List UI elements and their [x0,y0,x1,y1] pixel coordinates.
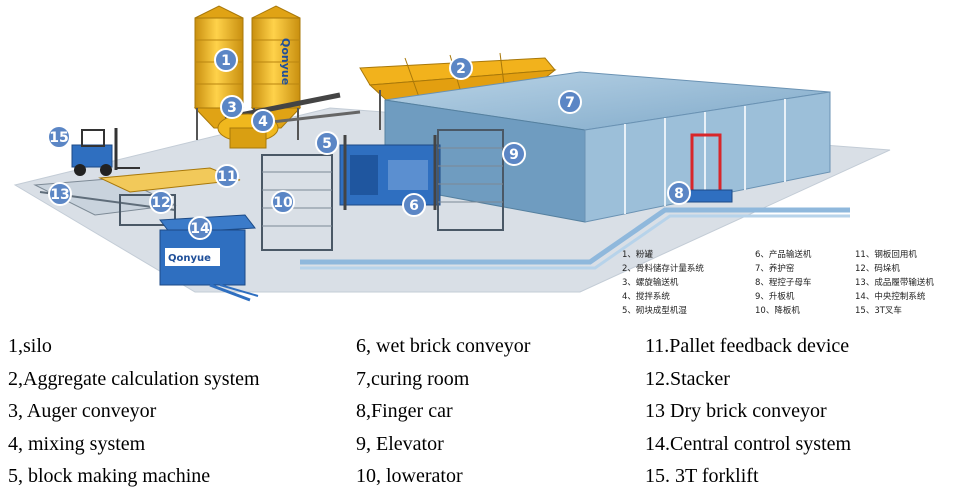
legend-item: 1,silo [8,335,52,357]
legend-item: 8,Finger car [356,400,453,422]
legend-cn-item: 5、砌块成型机湿 [622,305,687,316]
legend-en: 1,silo 2,Aggregate calculation system 3,… [0,330,960,502]
legend-cn-item: 4、搅拌系统 [622,291,670,302]
legend-cn-item: 11、钢板回用机 [855,249,917,260]
marker-1: 1 [214,48,238,72]
marker-8: 8 [667,181,691,205]
pallet-feedback-conveyor [98,167,241,193]
transfer-rail [300,207,850,265]
marker-4: 4 [251,109,275,133]
silo-logo: Qonyue [279,38,292,85]
marker-label: 2 [456,61,466,77]
legend-item: 14.Central control system [645,432,852,455]
marker-label: 5 [322,136,332,152]
control-room-logo: Qonyue [168,253,211,264]
legend-cn: 1、粉罐 2、骨料储存计量系统 3、螺旋输送机 4、搅拌系统 5、砌块成型机湿 … [622,249,934,316]
legend-column-1: 1,silo 2,Aggregate calculation system 3,… [8,330,260,493]
marker-label: 14 [190,221,210,237]
legend-item: 6, wet brick conveyor [356,335,531,357]
marker-label: 7 [565,95,575,111]
marker-label: 12 [151,195,170,211]
legend-item: 4, mixing system [8,432,146,455]
marker-6: 6 [402,193,426,217]
legend-cn-item: 7、养护窑 [755,263,794,274]
marker-13: 13 [48,182,72,206]
forklift [71,128,140,176]
marker-label: 8 [674,186,684,202]
legend-cn-item: 10、降板机 [755,305,800,316]
legend-cn-item: 9、升板机 [755,291,795,302]
elevator-rack [437,129,504,231]
transfer-rail-inner [300,214,850,270]
legend-item: 2,Aggregate calculation system [8,367,260,390]
stacker [119,194,176,226]
legend-cn-item: 12、码垛机 [855,263,900,274]
legend-item: 10, lowerator [356,465,463,487]
legend-column-3: 11.Pallet feedback device 12.Stacker 13 … [645,330,851,493]
marker-14: 14 [188,216,212,240]
legend-cn-item: 13、成品履带输送机 [855,277,934,288]
legend-item: 7,curing room [356,367,470,390]
marker-label: 4 [258,114,268,130]
legend-cn-item: 14、中央控制系统 [855,291,926,302]
marker-5: 5 [315,131,339,155]
legend-item: 13 Dry brick conveyor [645,400,827,422]
mixing-system [217,113,279,149]
legend-cn-item: 3、螺旋输送机 [622,277,679,288]
marker-11: 11 [215,164,239,188]
marker-label: 6 [409,198,419,214]
legend-item: 15. 3T forklift [645,465,759,487]
marker-12: 12 [149,190,173,214]
marker-3: 3 [220,95,244,119]
marker-label: 10 [273,195,293,211]
legend-cn-item: 8、程控子母车 [755,277,811,288]
marker-label: 9 [509,147,519,163]
legend-item: 3, Auger conveyor [8,400,157,422]
block-making-machine [339,135,441,210]
legend-item: 11.Pallet feedback device [645,335,850,357]
marker-10: 10 [271,190,295,214]
marker-2: 2 [449,56,473,80]
legend-item: 12.Stacker [645,367,730,390]
marker-label: 3 [227,100,237,116]
legend-cn-item: 1、粉罐 [622,249,653,260]
production-line-illustration: Qonyue [13,5,934,316]
marker-15: 15 [47,125,71,149]
lowerator-rack [261,154,333,251]
marker-7: 7 [558,90,582,114]
marker-label: 13 [50,187,69,203]
marker-label: 15 [49,130,68,146]
marker-label: 11 [217,169,236,185]
marker-label: 1 [221,53,231,69]
marker-9: 9 [502,142,526,166]
legend-cn-item: 2、骨料储存计量系统 [622,263,704,274]
legend-item: 5, block making machine [8,465,211,487]
legend-cn-item: 6、产品输送机 [755,249,812,260]
legend-column-2: 6, wet brick conveyor 7,curing room 8,Fi… [356,330,530,493]
legend-cn-item: 15、3T叉车 [855,305,902,316]
legend-item: 9, Elevator [356,432,444,455]
